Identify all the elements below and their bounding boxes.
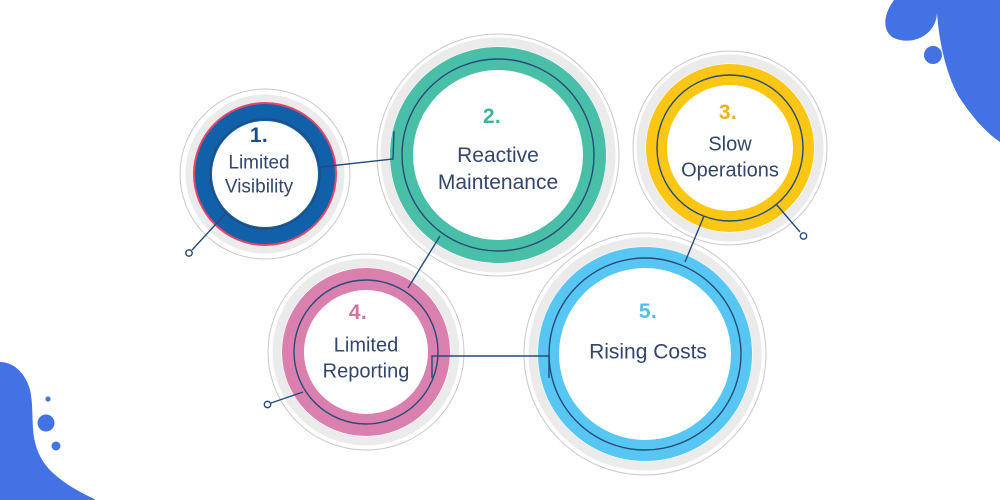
thin-circuit-ring [293, 279, 439, 425]
inner-disc [559, 268, 731, 440]
outer-outline-ring [267, 253, 465, 451]
step-4-label: Limited Reporting [322, 334, 410, 382]
step-5-number: 5. [638, 300, 658, 323]
circle-slow-operations [632, 50, 828, 246]
blob-dot [924, 46, 942, 64]
connector-lines [185, 130, 808, 409]
inner-disc [667, 85, 793, 211]
soft-gray-ring [528, 237, 762, 471]
blob-dot [37, 414, 55, 432]
outer-outline-ring [376, 33, 620, 277]
connector-endpoint-dot [263, 400, 272, 409]
outer-outline-ring [179, 88, 351, 260]
blob-shape [885, 0, 1000, 142]
inner-disc [212, 121, 318, 227]
connector-3-endpoint-line [775, 203, 801, 233]
connector-endpoint-dot [185, 249, 193, 257]
soft-gray-ring [636, 54, 824, 242]
soft-gray-ring [272, 258, 460, 446]
step-2-label: Reactive Maintenance [437, 144, 559, 194]
circle-limited-reporting [267, 253, 465, 451]
circle-limited-visibility [179, 88, 351, 260]
soft-gray-ring [380, 37, 616, 273]
step-3-number: 3. [718, 101, 738, 124]
inner-disc [413, 70, 583, 240]
corner-blob-top-right [885, 0, 1000, 142]
thin-circuit-ring [401, 58, 595, 252]
step-5-label: Rising Costs [589, 340, 707, 364]
step-1-label: Limited Visibility [224, 152, 294, 198]
thin-circuit-ring [656, 74, 804, 222]
outer-outline-ring [632, 50, 828, 246]
connector-3-to-5 [684, 215, 705, 263]
circle-reactive-maintenance [376, 33, 620, 277]
step-1-number: 1. [249, 124, 269, 147]
thin-circuit-ring [548, 257, 742, 451]
blob-shape [0, 362, 96, 500]
inner-disc [304, 290, 428, 414]
blob-dot [51, 441, 61, 451]
connector-4-endpoint-line [270, 391, 304, 404]
circle-rising-costs [523, 232, 767, 476]
step-3-label: Slow Operations [681, 133, 779, 181]
blob-dot [45, 396, 51, 402]
step-2-number: 2. [482, 105, 502, 128]
connector-1-to-2 [320, 130, 395, 168]
soft-gray-ring [185, 94, 345, 254]
corner-blob-bottom-left [0, 362, 96, 500]
connector-1-endpoint-line [191, 211, 228, 251]
step-4-number: 4. [348, 301, 368, 324]
connector-endpoint-dot [799, 232, 808, 240]
connector-4-to-5 [431, 355, 550, 378]
thin-circuit-ring [209, 118, 321, 230]
connector-2-to-4 [407, 235, 441, 289]
outer-outline-ring [523, 232, 767, 476]
